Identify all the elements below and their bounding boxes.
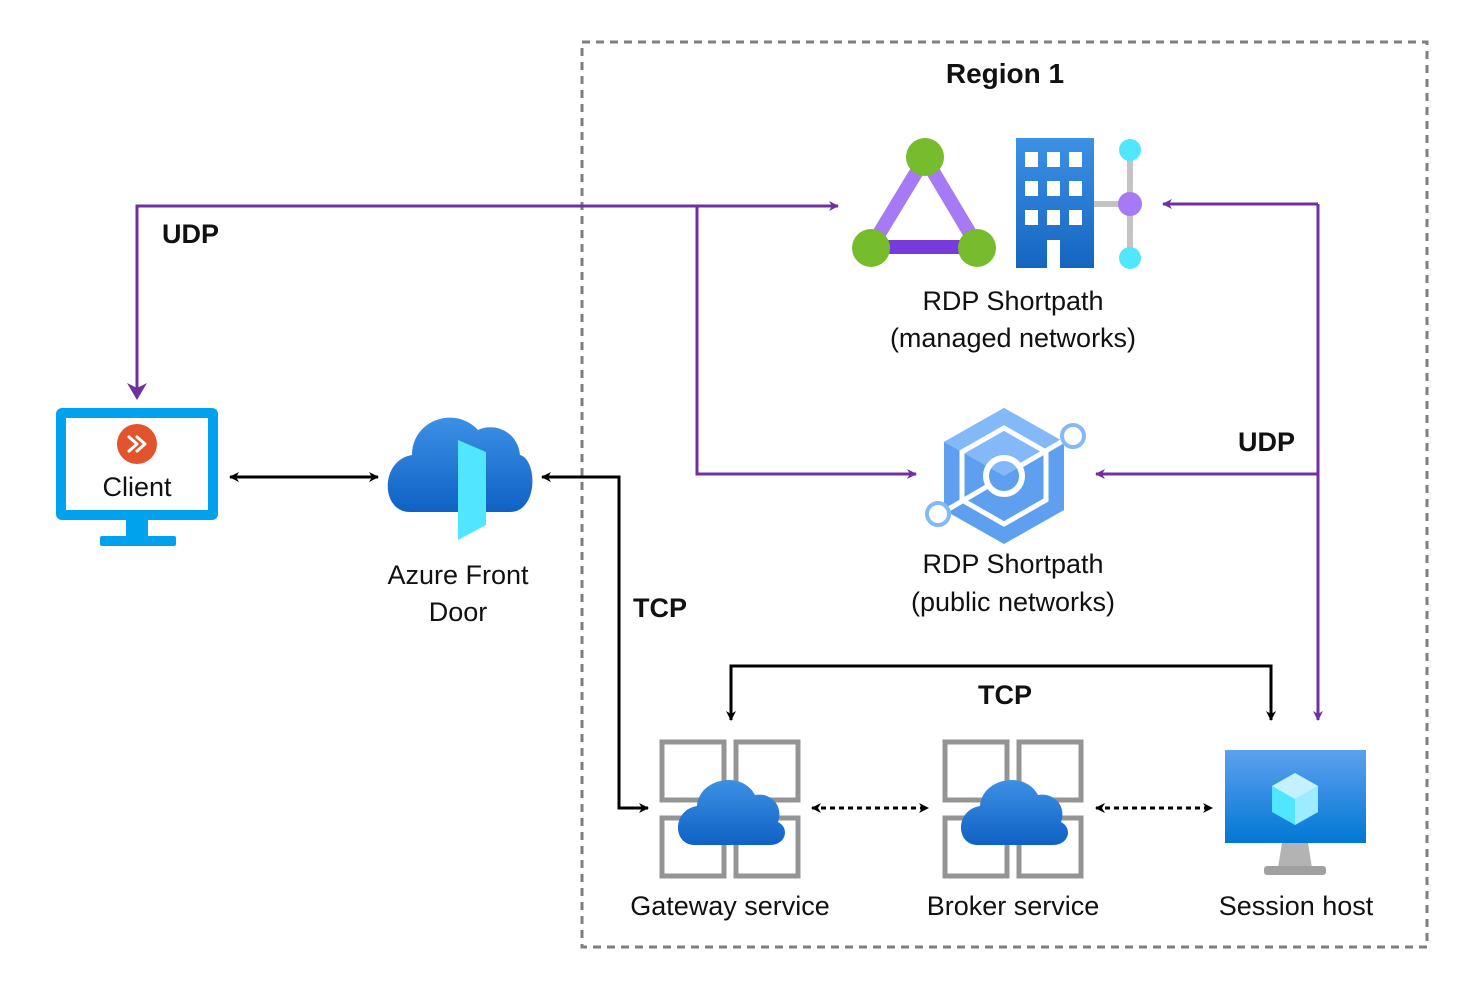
udp-label-right: UDP [1238, 427, 1295, 457]
public-network-icon [925, 408, 1086, 544]
managed-label-line2: (managed networks) [890, 323, 1136, 353]
region-title: Region 1 [946, 58, 1064, 89]
client-label: Client [102, 472, 172, 502]
broker-service-icon [942, 739, 1084, 879]
managed-network-icon [852, 138, 1142, 269]
udp-connector-client [135, 201, 917, 479]
managed-networks-node: RDP Shortpath (managed networks) [852, 138, 1142, 353]
front-door-label-line2: Door [429, 597, 488, 627]
region-boundary [580, 40, 1429, 949]
managed-label-line1: RDP Shortpath [922, 286, 1103, 316]
tcp-connector-frontdoor-gateway [541, 472, 649, 813]
tcp-label-top: TCP [978, 680, 1032, 710]
public-label-line2: (public networks) [911, 587, 1115, 617]
gateway-service-node: Gateway service [630, 739, 830, 921]
udp-label-left: UDP [162, 219, 219, 249]
azure-front-door-icon [387, 417, 533, 540]
front-door-label-line1: Azure Front [387, 560, 529, 590]
public-networks-node: RDP Shortpath (public networks) [911, 408, 1115, 617]
client-node: Client [56, 408, 218, 546]
tcp-label-left: TCP [633, 593, 687, 623]
front-door-node: Azure Front Door [387, 417, 533, 627]
broker-label: Broker service [927, 891, 1100, 921]
gateway-label: Gateway service [630, 891, 830, 921]
session-host-label: Session host [1219, 891, 1374, 921]
tcp-connector-gateway-sessionhost [726, 664, 1276, 721]
session-host-node: Session host [1219, 750, 1374, 921]
broker-service-node: Broker service [927, 739, 1100, 921]
session-host-icon [1225, 750, 1366, 875]
udp-arrowhead-client [127, 383, 147, 400]
udp-connector-session-host [1095, 199, 1323, 721]
public-label-line1: RDP Shortpath [922, 549, 1103, 579]
gateway-service-icon [659, 739, 801, 879]
remote-desktop-monitor-icon [56, 408, 218, 546]
